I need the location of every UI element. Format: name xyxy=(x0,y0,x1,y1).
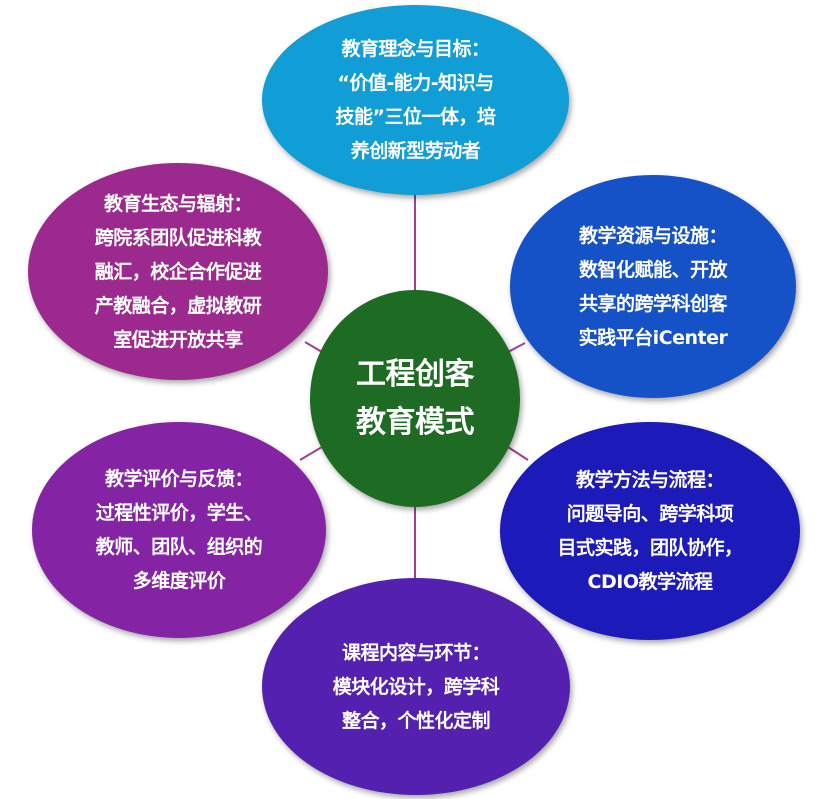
node-text: 跨院系团队促进科教 xyxy=(94,226,262,249)
node-text: 教师、团队、组织的 xyxy=(95,536,263,558)
node-title: 教育生态与辐射： xyxy=(103,192,253,215)
node-resources: 教学资源与设施： 数智化赋能、开放 共享的跨学科创客 实践平台iCenter xyxy=(510,175,796,398)
node-evaluation: 教学评价与反馈： 过程性评价，学生、 教师、团队、组织的 多维度评价 xyxy=(32,422,326,638)
node-text: 目式实践，团队协作， xyxy=(557,537,743,559)
node-text: 问题导向、跨学科项 xyxy=(566,503,734,525)
center-title: 教育模式 xyxy=(356,404,475,440)
node-text: 产教融合，虚拟教研 xyxy=(94,294,262,317)
node-text: “价值-能力-知识与 xyxy=(337,72,494,94)
node-text: 室促进开放共享 xyxy=(113,328,243,351)
node-title: 教学评价与反馈： xyxy=(104,468,254,490)
node-text: 整合，个性化定制 xyxy=(341,709,491,732)
node-text: 养创新型劳动者 xyxy=(350,140,481,162)
node-title: 课程内容与环节： xyxy=(341,641,491,664)
node-title: 教学资源与设施： xyxy=(578,224,728,247)
node-text: 技能”三位一体，培 xyxy=(335,106,497,128)
node-philosophy: 教育理念与目标： “价值-能力-知识与 技能”三位一体，培 养创新型劳动者 xyxy=(262,5,569,195)
node-text: 实践平台iCenter xyxy=(578,326,728,349)
node-title: 教学方法与流程： xyxy=(575,469,725,491)
center-title: 工程创客 xyxy=(356,356,475,392)
node-text: 过程性评价，学生、 xyxy=(95,502,263,524)
node-text: CDIO教学流程 xyxy=(587,571,713,593)
node-text: 数智化赋能、开放 xyxy=(578,258,728,281)
node-text: 多维度评价 xyxy=(132,570,226,592)
connector-lower-left xyxy=(299,446,323,461)
connector-upper-left xyxy=(304,341,323,353)
node-text: 共享的跨学科创客 xyxy=(578,292,728,315)
node-title: 教育理念与目标： xyxy=(341,38,490,60)
connector-upper-right xyxy=(507,342,526,353)
node-ecosystem: 教育生态与辐射： 跨院系团队促进科教 融汇，校企合作促进 产教融合，虚拟教研 室… xyxy=(28,163,328,380)
node-text: 模块化设计，跨学科 xyxy=(332,675,500,698)
node-content: 课程内容与环节： 模块化设计，跨学科 整合，个性化定制 xyxy=(262,578,570,795)
center-node: 工程创客 教育模式 xyxy=(310,290,520,507)
connector-lower-right xyxy=(507,446,529,461)
node-text: 融汇，校企合作促进 xyxy=(94,260,262,283)
node-methods: 教学方法与流程： 问题导向、跨学科项 目式实践，团队协作， CDIO教学流程 xyxy=(500,422,800,640)
